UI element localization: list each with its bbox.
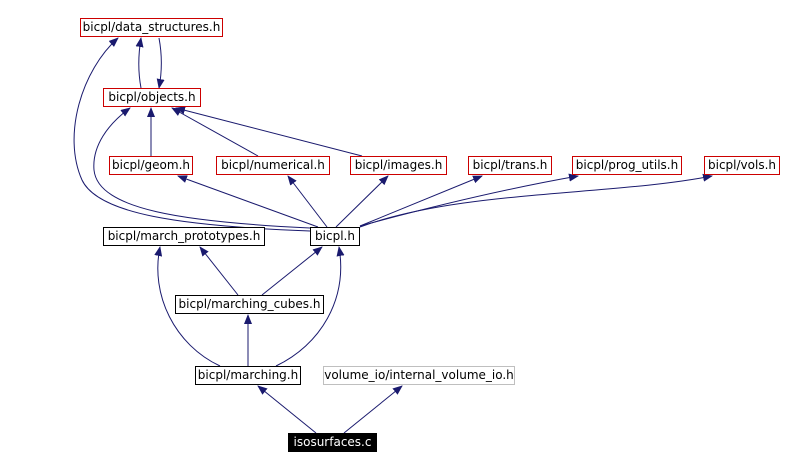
edge-marching-to-march_proto [154, 246, 221, 367]
node-objects[interactable]: bicpl/objects.h [103, 88, 201, 107]
edge-bicpl-to-objects [93, 107, 311, 229]
edge-bicpl-to-numerical [287, 175, 328, 228]
node-data-structures[interactable]: bicpl/data_structures.h [80, 18, 223, 37]
node-bicpl[interactable]: bicpl.h [310, 227, 360, 246]
edge-marching-to-bicpl [275, 246, 345, 367]
edge-bicpl-to-images [335, 175, 389, 228]
edge-bicpl-to-ds [73, 37, 311, 232]
node-geom[interactable]: bicpl/geom.h [109, 156, 193, 175]
node-marching-cubes[interactable]: bicpl/marching_cubes.h [175, 295, 324, 314]
edge-images-to-objects [175, 106, 363, 157]
edge-root-to-volume_io [343, 385, 403, 434]
node-isosurfaces-root: isosurfaces.c [288, 433, 377, 452]
edge-objects-to-ds [135, 37, 144, 89]
node-images[interactable]: bicpl/images.h [350, 156, 447, 175]
edge-numerical-to-objects [171, 107, 259, 157]
node-trans[interactable]: bicpl/trans.h [468, 156, 552, 175]
edge-marching_cubes-to-march_proto [199, 246, 239, 296]
edge-bicpl-to-geom [177, 175, 319, 228]
edge-bicpl-to-prog [359, 173, 579, 227]
node-internal-volume-io[interactable]: volume_io/internal_volume_io.h [323, 366, 515, 385]
edge-root-to-marching [257, 385, 317, 434]
edge-bicpl-to-vols [359, 173, 713, 228]
node-vols[interactable]: bicpl/vols.h [704, 156, 780, 175]
edge-bicpl-to-trans [359, 175, 483, 227]
edge-ds-to-objects [156, 37, 165, 89]
node-numerical[interactable]: bicpl/numerical.h [216, 156, 330, 175]
node-march-prototypes[interactable]: bicpl/march_prototypes.h [103, 227, 265, 246]
edge-marching_cubes-to-bicpl [261, 246, 323, 296]
node-marching[interactable]: bicpl/marching.h [195, 366, 301, 385]
node-prog-utils[interactable]: bicpl/prog_utils.h [572, 156, 682, 175]
